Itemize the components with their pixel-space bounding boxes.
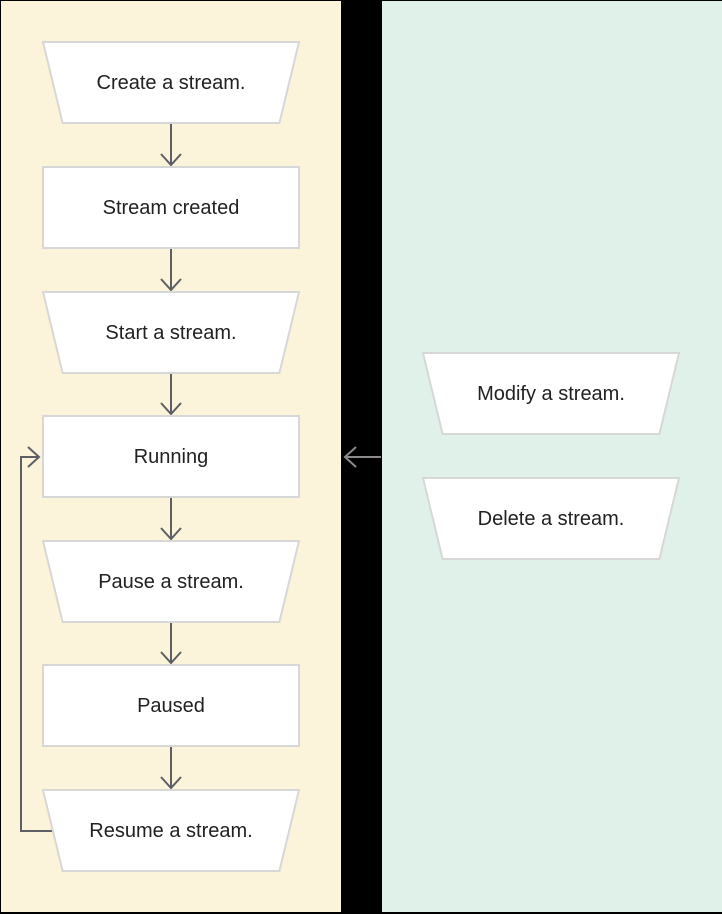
node-label: Stream created bbox=[102, 196, 240, 219]
node-paused: Paused bbox=[42, 664, 300, 747]
node-stream-created: Stream created bbox=[42, 166, 300, 249]
arrow-paused-to-resume-icon bbox=[160, 747, 182, 790]
node-label: Modify a stream. bbox=[477, 382, 625, 405]
arrow-pause-to-paused-icon bbox=[160, 623, 182, 665]
arrow-start-to-running-icon bbox=[160, 374, 182, 416]
node-label: Pause a stream. bbox=[98, 570, 244, 593]
trapezoid-shape bbox=[422, 352, 680, 435]
arrow-running-to-pause-icon bbox=[160, 498, 182, 541]
node-label: Paused bbox=[137, 694, 205, 717]
node-label: Start a stream. bbox=[105, 321, 237, 344]
node-start-a-stream: Start a stream. bbox=[42, 291, 300, 374]
node-pause-a-stream: Pause a stream. bbox=[42, 540, 300, 623]
node-delete-a-stream: Delete a stream. bbox=[422, 477, 680, 560]
trapezoid-shape bbox=[42, 41, 300, 124]
arrow-actions-to-running-icon bbox=[343, 446, 381, 468]
trapezoid-shape bbox=[422, 477, 680, 560]
node-label: Running bbox=[133, 445, 209, 468]
stream-actions-panel bbox=[382, 1, 722, 912]
node-running: Running bbox=[42, 415, 300, 498]
arrow-created-to-start-icon bbox=[160, 249, 182, 292]
arrow-resume-loop-to-running-icon bbox=[20, 446, 54, 832]
node-modify-a-stream: Modify a stream. bbox=[422, 352, 680, 435]
arrow-create-to-created-icon bbox=[160, 124, 182, 167]
trapezoid-shape bbox=[42, 540, 300, 623]
node-label: Resume a stream. bbox=[89, 819, 253, 842]
node-create-a-stream: Create a stream. bbox=[42, 41, 300, 124]
trapezoid-shape bbox=[42, 291, 300, 374]
node-label: Create a stream. bbox=[96, 71, 246, 94]
node-resume-a-stream: Resume a stream. bbox=[42, 789, 300, 872]
trapezoid-shape bbox=[42, 789, 300, 872]
node-label: Delete a stream. bbox=[477, 507, 625, 530]
